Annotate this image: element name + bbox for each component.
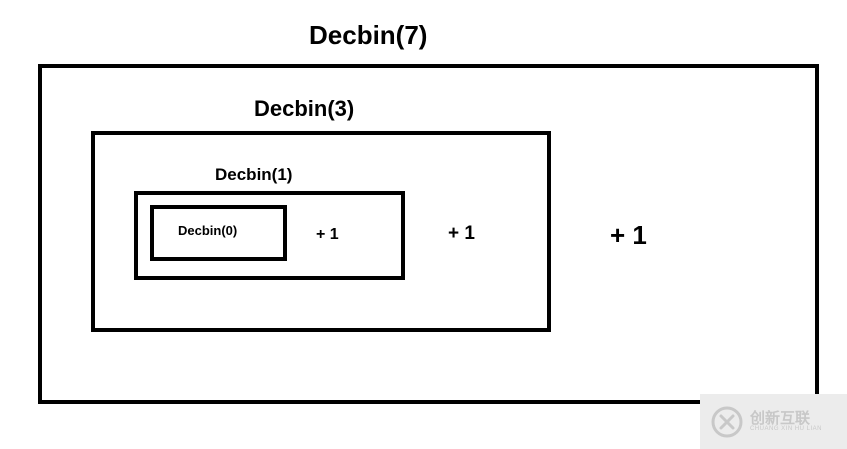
decbin-3-plus-one: + 1	[448, 223, 475, 244]
decbin-1-box	[134, 191, 405, 280]
decbin-1-title: Decbin(1)	[215, 165, 293, 184]
decbin-3-box	[91, 131, 551, 332]
decbin-7-box	[38, 64, 819, 404]
decbin-0-box	[150, 205, 287, 261]
watermark-text: 创新互联 CHUANG XIN HU LIAN	[750, 410, 822, 434]
decbin-7-title: Decbin(7)	[309, 20, 428, 50]
watermark-brand-en: CHUANG XIN HU LIAN	[750, 426, 823, 433]
decbin-3-title: Decbin(3)	[254, 96, 355, 121]
brand-logo-icon	[711, 406, 743, 437]
decbin-7-plus-one: + 1	[610, 220, 647, 250]
decbin-0-title: Decbin(0)	[178, 223, 238, 238]
watermark-brand-cn: 创新互联	[750, 408, 811, 427]
decbin-1-plus-one: + 1	[316, 226, 339, 243]
watermark: 创新互联 CHUANG XIN HU LIAN	[700, 394, 847, 449]
